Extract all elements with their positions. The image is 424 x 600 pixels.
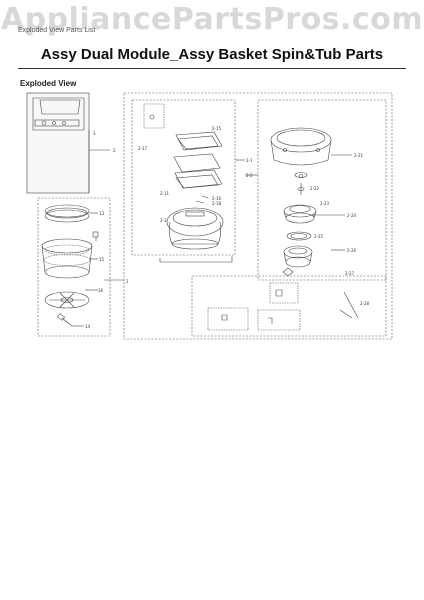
part-2-21-outer-tub (270, 127, 332, 178)
washer-cabinet-illustration (26, 92, 90, 194)
part-2-24-pulley (283, 204, 317, 224)
part-2-25-ring (286, 231, 312, 241)
callout-3: 3 (93, 131, 96, 136)
dashed-box-2-2 (257, 99, 387, 281)
callout-2-16: 2-16 (212, 196, 222, 201)
part-2-26-motor (283, 245, 313, 268)
callout-2-11: 2-11 (160, 191, 170, 196)
callout-2-22: 2-22 (310, 186, 320, 191)
page-title: Assy Dual Module_Assy Basket Spin&Tub Pa… (40, 46, 384, 63)
dashed-box-2-28 (191, 275, 387, 337)
callout-2-17: 2-17 (138, 146, 148, 151)
callout-2-26: 2-26 (347, 248, 357, 253)
callout-2-15: 2-15 (212, 126, 222, 131)
callout-1: 1 (126, 279, 129, 284)
callout-2: 2 (113, 148, 116, 153)
callout-2-2: 2-2 (246, 173, 253, 178)
part-14-bolt (56, 313, 73, 327)
callout-2-1: 2-1 (246, 158, 253, 163)
title-divider (18, 68, 406, 69)
callout-2-25: 2-25 (314, 234, 324, 239)
breadcrumb[interactable]: Exploded View Parts List (18, 27, 96, 34)
callout-14: 14 (85, 324, 91, 329)
part-2-27-clip (282, 267, 294, 277)
callout-2-21: 2-21 (354, 153, 364, 158)
part-15-spin-basket (41, 238, 93, 279)
dashed-box-module-1 (37, 197, 111, 337)
callout-2-3: 2-3 (160, 218, 167, 223)
part-2-1-lid-stack (173, 131, 223, 204)
callout-2-24: 2-24 (347, 213, 357, 218)
part-16-pulsator (44, 291, 90, 309)
callout-13: 13 (99, 211, 105, 216)
watermark-logo: AppliancePartsPros.com (0, 2, 424, 37)
dashed-box-2-1 (131, 99, 236, 256)
callout-15: 15 (99, 257, 105, 262)
callout-2-18: 2-18 (212, 201, 222, 206)
callout-2-28: 2-28 (360, 301, 370, 306)
part-2-3-tub-cover (166, 207, 224, 250)
part-13-balancer-ring (44, 204, 90, 223)
callout-16: 16 (98, 288, 104, 293)
section-label: Exploded View (20, 79, 77, 88)
callout-2-23: 2-23 (320, 201, 330, 206)
dashed-box-module-2 (123, 92, 393, 340)
part-12-clip (92, 231, 99, 238)
callout-2-27: 2-27 (345, 271, 355, 276)
